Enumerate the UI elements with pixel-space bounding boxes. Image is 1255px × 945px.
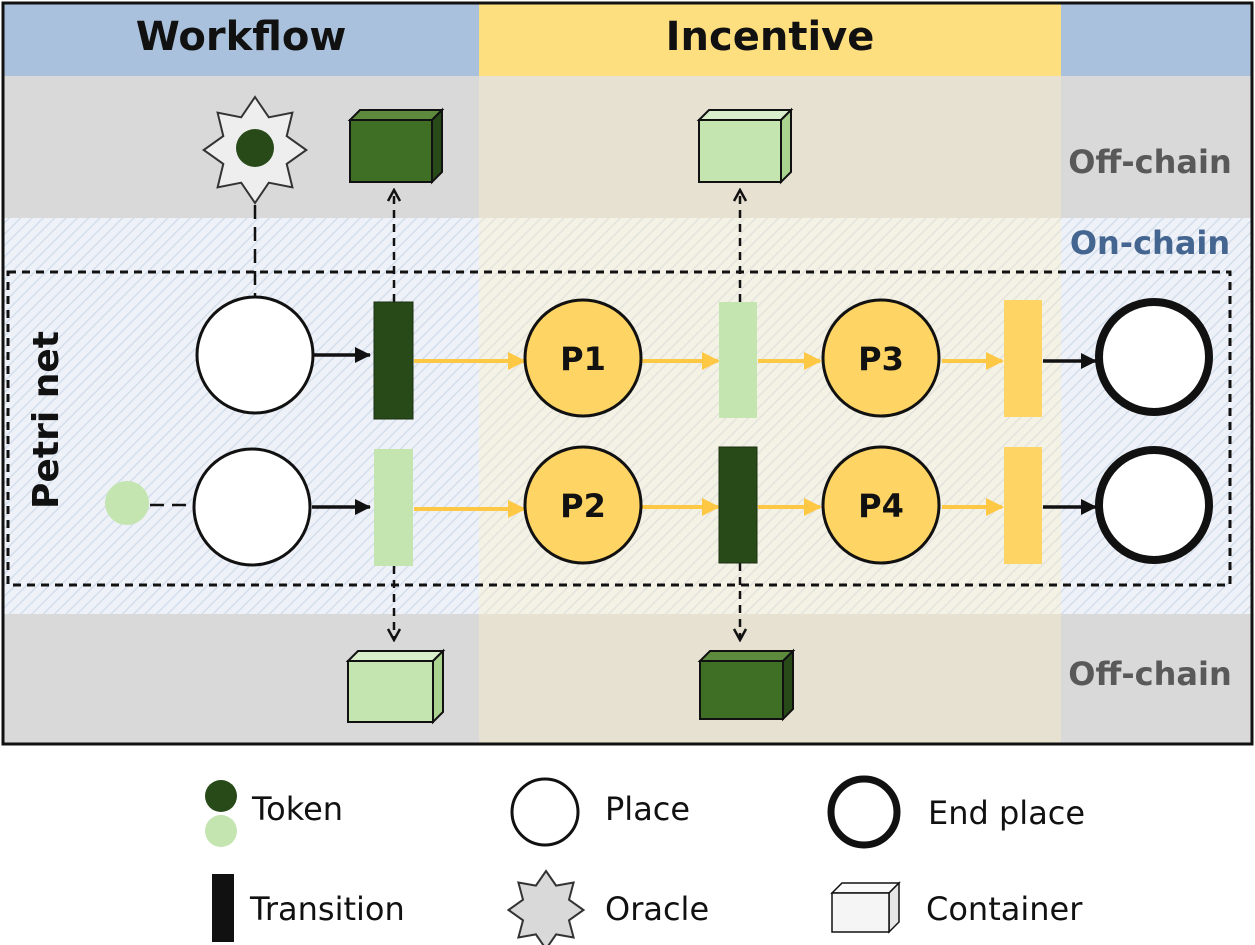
header-workflow-label: Workflow xyxy=(136,14,347,60)
place-p3-label: P3 xyxy=(858,340,904,378)
header-right-bg xyxy=(1061,3,1252,76)
place-workflow-1 xyxy=(195,295,315,415)
diagram-border xyxy=(1,1,1254,746)
off-chain-bottom-bg xyxy=(3,614,1252,744)
legend-place-icon xyxy=(510,777,580,847)
legend-end-place-icon xyxy=(827,775,901,849)
petri-net-boundary xyxy=(6,270,1232,587)
legend-oracle-label: Oracle xyxy=(605,890,709,928)
oracle-token-dark xyxy=(236,129,274,167)
transition-t5 xyxy=(1004,300,1042,417)
container-light-top-icon xyxy=(696,107,794,185)
transition-t4 xyxy=(718,446,758,564)
transition-t2 xyxy=(374,449,413,566)
on-chain-label: On-chain xyxy=(1070,224,1230,262)
legend-oracle-icon xyxy=(506,869,586,945)
legend-end-place-label: End place xyxy=(928,794,1085,832)
end-place-2 xyxy=(1095,446,1213,564)
oracle-star-icon xyxy=(201,95,309,205)
token-light xyxy=(105,481,149,525)
legend-transition-label: Transition xyxy=(249,890,405,928)
legend-container-label: Container xyxy=(926,890,1083,928)
place-p3 xyxy=(821,298,941,418)
legend-token-label: Token xyxy=(251,790,343,828)
legend-container-icon xyxy=(830,881,901,934)
place-p1 xyxy=(523,298,643,418)
transition-t1 xyxy=(373,301,414,420)
off-chain-top-label: Off-chain xyxy=(1068,143,1232,181)
place-workflow-2 xyxy=(192,447,312,567)
header-incentive-label: Incentive xyxy=(666,14,875,60)
container-dark-top-icon xyxy=(347,107,445,185)
place-p4-label: P4 xyxy=(858,487,904,525)
legend-token-dark-icon xyxy=(205,780,237,812)
place-p2-label: P2 xyxy=(560,487,606,525)
transition-t6 xyxy=(1004,447,1042,564)
container-light-bottom-icon xyxy=(345,648,446,725)
place-p4 xyxy=(821,445,941,565)
legend-token-light-icon xyxy=(205,815,237,847)
legend-place-label: Place xyxy=(605,790,690,828)
container-dark-bottom-icon xyxy=(697,648,796,722)
end-place-1 xyxy=(1095,298,1213,416)
transition-t3 xyxy=(719,302,757,418)
header-incentive-bg xyxy=(479,3,1061,76)
header-workflow-bg xyxy=(3,3,479,76)
petri-net-label: Petri net xyxy=(26,331,67,509)
legend: Token Place End place Transition Oracle … xyxy=(205,775,1085,945)
off-chain-bottom-label: Off-chain xyxy=(1068,655,1232,693)
place-p1-label: P1 xyxy=(560,340,606,378)
place-p2 xyxy=(523,445,643,565)
legend-transition-icon xyxy=(212,874,234,942)
